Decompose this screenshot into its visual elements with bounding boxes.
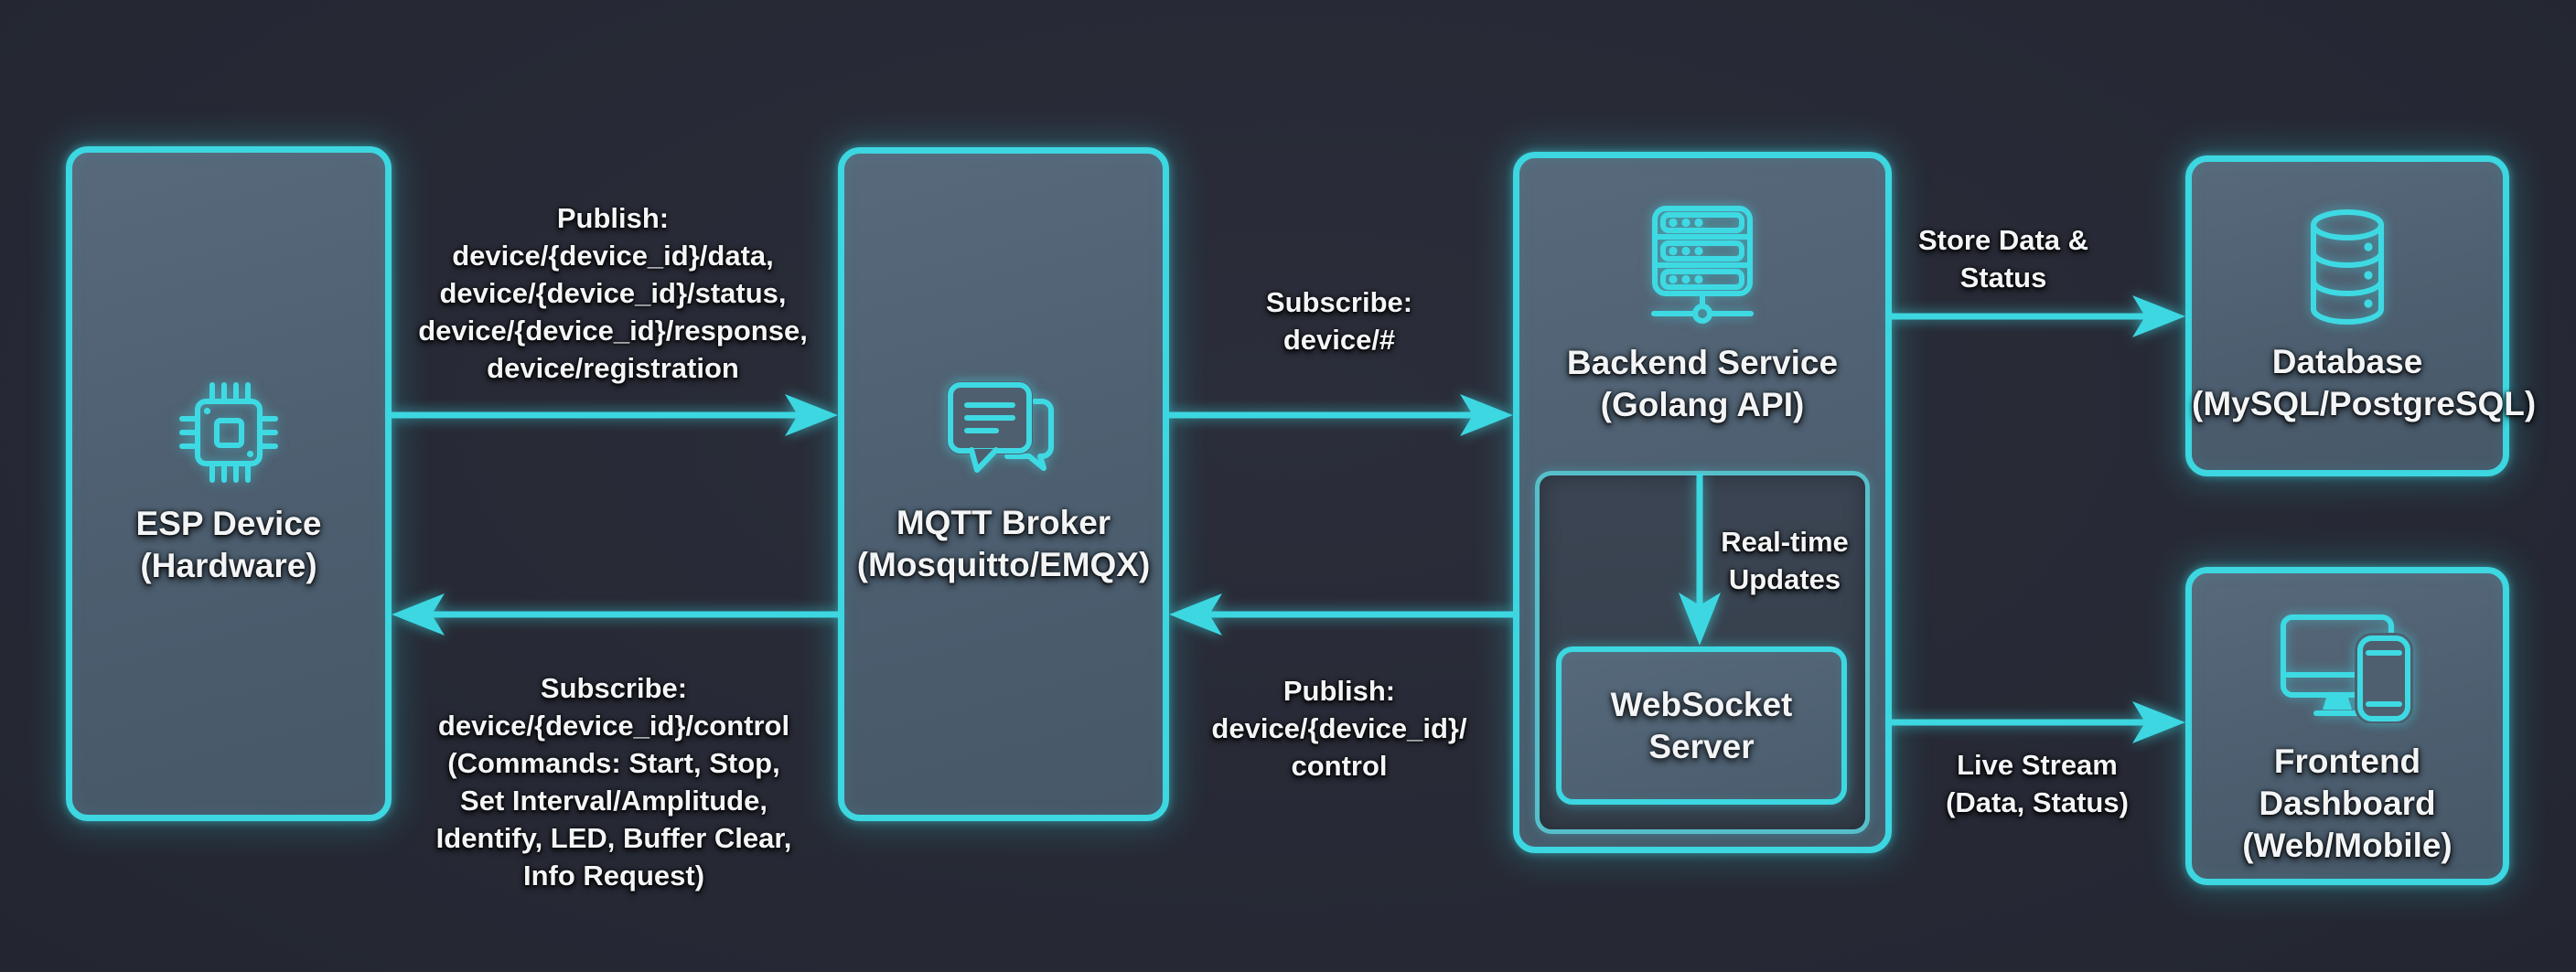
node-esp-device: ESP Device (Hardware) xyxy=(66,146,392,821)
frontend-dashboard-title: Frontend Dashboard (Web/Mobile) xyxy=(2242,742,2453,864)
label-publish-control: Publish: device/{device_id}/ control xyxy=(1211,675,1467,782)
server-stack-icon xyxy=(1651,206,1754,324)
arrow-backend-to-mqtt xyxy=(1169,593,1513,636)
node-websocket-server: WebSocket Server xyxy=(1556,646,1847,805)
arrow-backend-to-database xyxy=(1890,295,2185,337)
chat-bubbles-icon xyxy=(947,381,1054,473)
label-realtime-updates: Real-time Updates xyxy=(1721,526,1849,595)
esp-device-title: ESP Device (Hardware) xyxy=(135,505,322,584)
database-title: Database (MySQL/PostgreSQL) xyxy=(2192,343,2537,422)
node-database: Database (MySQL/PostgreSQL) xyxy=(2185,155,2537,476)
websocket-server-title: WebSocket Server xyxy=(1610,685,1793,765)
label-subscribe-wildcard: Subscribe: device/# xyxy=(1265,286,1413,356)
node-mqtt-broker: MQTT Broker (Mosquitto/EMQX) xyxy=(838,147,1169,821)
chip-icon xyxy=(179,382,278,483)
label-publish-topics: Publish: device/{device_id}/data, device… xyxy=(418,202,808,384)
backend-service-title: Backend Service (Golang API) xyxy=(1566,344,1839,423)
arrow-backend-to-frontend xyxy=(1890,701,2185,743)
label-store-data-status: Store Data & Status xyxy=(1917,224,2089,294)
mqtt-broker-title: MQTT Broker (Mosquitto/EMQX) xyxy=(856,504,1151,583)
label-live-stream: Live Stream (Data, Status) xyxy=(1946,749,2129,818)
arrow-backend-to-websocket xyxy=(1679,474,1721,646)
label-subscribe-control: Subscribe: device/{device_id}/control (C… xyxy=(435,672,792,892)
monitor-phone-icon xyxy=(2281,614,2413,723)
arrow-mqtt-to-backend xyxy=(1169,394,1513,436)
arrow-mqtt-to-esp xyxy=(392,593,840,636)
arrow-esp-to-mqtt xyxy=(392,394,838,436)
node-frontend-dashboard: Frontend Dashboard (Web/Mobile) xyxy=(2185,567,2509,885)
database-icon xyxy=(2311,209,2384,325)
